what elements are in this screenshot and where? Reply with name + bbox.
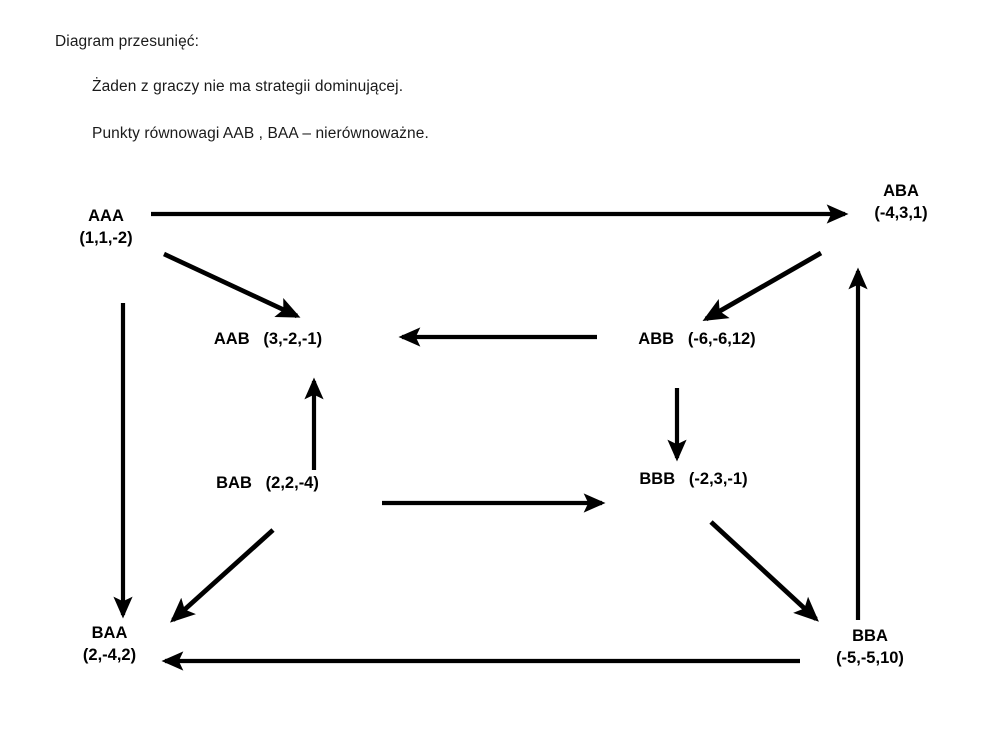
node-bba-payoff: (-5,-5,10) — [836, 649, 904, 668]
node-bab-payoff: (2,2,-4) — [265, 474, 319, 492]
diagram-node-bbb[interactable]: BBB (-2,3,-1) — [606, 468, 781, 490]
edge-bab-to-baa — [170, 528, 275, 623]
node-bbb-payoff: (-2,3,-1) — [688, 470, 748, 488]
node-abb-payoff: (-6,-6,12) — [687, 330, 756, 348]
diagram-node-aaa[interactable]: AAA (1,1,-2) — [58, 205, 154, 250]
node-abb-label: ABB — [638, 330, 675, 348]
diagram-node-bab[interactable]: BAB (2,2,-4) — [190, 472, 345, 494]
node-baa-payoff: (2,-4,2) — [82, 646, 137, 665]
node-aba-label: ABA — [883, 182, 919, 200]
diagram-node-abb[interactable]: ABB (-6,-6,12) — [602, 328, 792, 350]
node-baa-label: BAA — [91, 624, 128, 642]
page-title: Diagram przesunięć: — [55, 33, 200, 50]
node-bba-label: BBA — [852, 627, 888, 645]
node-aba-payoff: (-4,3,1) — [874, 204, 928, 223]
edge-aba-to-abb — [702, 250, 823, 322]
node-aab-payoff: (3,-2,-1) — [263, 330, 323, 348]
node-bab-label: BAB — [216, 474, 252, 492]
edge-aaa-to-aab — [163, 251, 301, 319]
diagram-node-bba[interactable]: BBA (-5,-5,10) — [800, 625, 940, 670]
diagram-node-aab[interactable]: AAB (3,-2,-1) — [188, 328, 348, 350]
intro-line-equilibria: Punkty równowagi AAB , BAA – nierównoważ… — [92, 125, 429, 142]
node-bbb-label: BBB — [639, 470, 676, 488]
edge-bbb-to-bba — [709, 520, 819, 622]
node-aaa-label: AAA — [88, 207, 124, 225]
node-aab-label: AAB — [213, 330, 250, 348]
diagram-node-aba[interactable]: ABA (-4,3,1) — [846, 180, 956, 225]
diagram-node-baa[interactable]: BAA (2,-4,2) — [57, 622, 162, 667]
intro-line-dominant-strategy: Żaden z graczy nie ma strategii dominują… — [92, 78, 404, 95]
node-aaa-payoff: (1,1,-2) — [79, 229, 133, 248]
